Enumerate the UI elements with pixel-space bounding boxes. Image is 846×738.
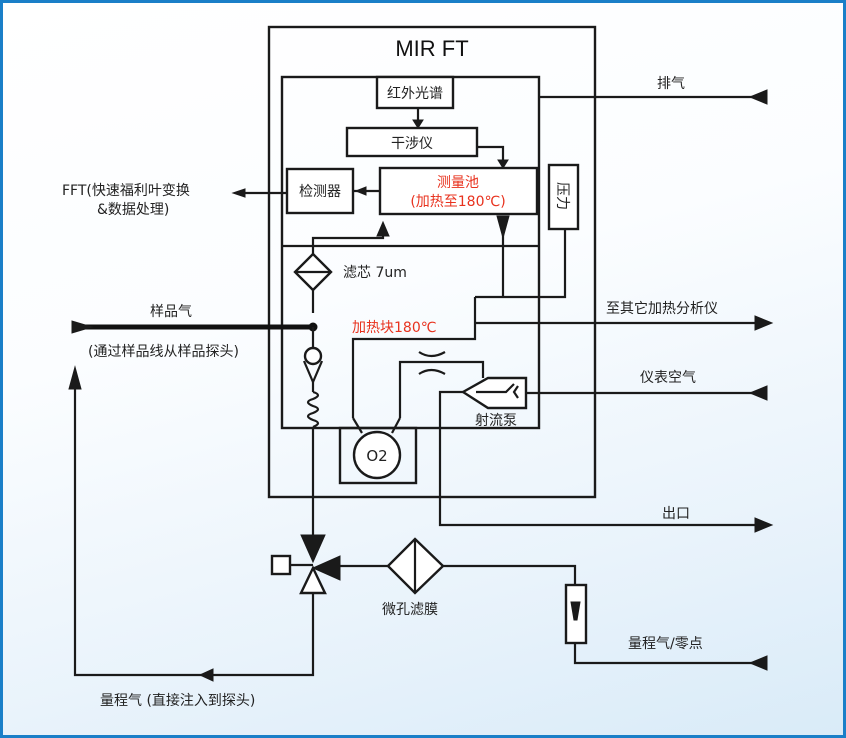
sample-gas-note: (通过样品线从样品探头)	[88, 344, 239, 360]
membrane-filter-label: 微孔滤膜	[382, 602, 438, 618]
interferometer-label: 干涉仪	[391, 136, 433, 152]
measurement-cell-label: 测量池	[437, 175, 479, 191]
arrow-left-icon	[748, 89, 768, 105]
ir-spectrum-label: 红外光谱	[387, 86, 443, 102]
span-zero-label: 量程气/零点	[628, 636, 703, 652]
check-valve-icon	[303, 346, 323, 366]
ir-spectrum-box	[375, 75, 455, 110]
valve-top-icon	[300, 534, 326, 564]
filter-core-label: 滤芯 7um	[343, 265, 407, 281]
arrow-left-icon	[354, 186, 367, 196]
pipe	[391, 417, 401, 434]
heating-block-line	[351, 297, 477, 418]
instrument-air-label: 仪表空气	[640, 370, 696, 386]
arrow-down-icon	[412, 119, 424, 129]
arrow-left-icon	[231, 188, 246, 198]
heating-coil-icon	[306, 390, 320, 429]
pipe	[443, 564, 577, 585]
pressure-box	[547, 163, 580, 231]
span-zero-line	[573, 643, 760, 665]
mir-ft-enclosure	[267, 25, 597, 499]
pressure-line	[475, 229, 567, 299]
exhaust-label: 排气	[657, 76, 685, 92]
measurement-cell-box	[378, 166, 539, 216]
sample-gas-label: 样品气	[150, 304, 192, 320]
pipe	[352, 417, 363, 434]
pressure-label: 压力	[554, 182, 570, 210]
valve-right-icon	[311, 555, 341, 581]
arrow-left-icon	[748, 385, 768, 401]
detector-box	[285, 167, 355, 215]
jet-pump-nozzle	[476, 383, 515, 394]
o2-label: O2	[366, 447, 387, 465]
arrow-right-icon	[71, 320, 94, 334]
o2-to-jet-line	[398, 360, 485, 418]
interferometer-to-cell-line	[477, 145, 505, 163]
arrow-down-icon	[497, 159, 509, 169]
o2-housing	[338, 426, 418, 485]
arrow-up-icon	[376, 220, 390, 237]
mir-ft-title: MIR FT	[395, 36, 468, 61]
arrow-up-icon	[68, 365, 82, 390]
heating-block-label: 加热块180℃	[352, 320, 436, 336]
arrow-right-icon	[754, 517, 774, 533]
arrow-left-icon	[748, 655, 768, 671]
span-direct-label: 量程气 (直接注入到探头)	[100, 692, 255, 709]
valve-actuator	[270, 554, 292, 576]
outlet-label: 出口	[662, 506, 690, 522]
outlet-line	[438, 390, 765, 527]
fft-label-line2: &数据处理)	[97, 202, 169, 218]
span-direct-line	[73, 380, 315, 677]
flowmeter-float	[570, 601, 581, 621]
detector-label: 检测器	[299, 184, 341, 200]
measurement-cell-temp: (加热至180℃)	[410, 194, 505, 210]
o2-sensor	[352, 430, 402, 480]
jet-pump-label: 射流泵	[475, 413, 517, 429]
arrow-left-icon	[198, 668, 214, 682]
interferometer-box	[345, 126, 479, 158]
to-other-analyzers-label: 至其它加热分析仪	[606, 300, 718, 317]
restrictor-icon	[418, 351, 446, 375]
arrow-right-icon	[754, 315, 774, 331]
fft-label-line1: FFT(快速福利叶变换	[62, 182, 190, 199]
jet-pump-inlet	[512, 385, 519, 399]
